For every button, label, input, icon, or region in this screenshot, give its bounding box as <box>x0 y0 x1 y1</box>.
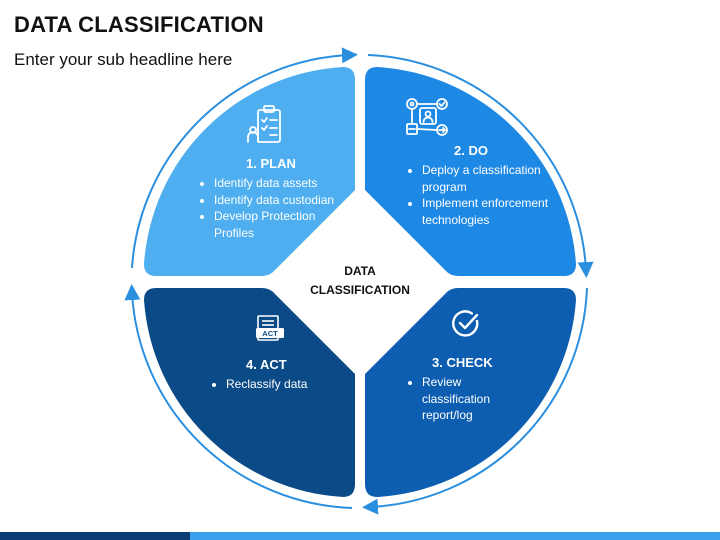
panel-do-heading: 2. DO <box>454 143 488 158</box>
ring-arc-top <box>131 47 358 269</box>
page-title: DATA CLASSIFICATION <box>14 12 264 37</box>
bottom-accent-bar <box>0 532 720 540</box>
panel-do-shape <box>365 67 576 276</box>
ring-arc-right <box>367 54 594 278</box>
center-label-line2: CLASSIFICATION <box>310 283 410 297</box>
center-label: DATA CLASSIFICATION <box>290 262 430 300</box>
panel-check-shape <box>365 288 576 497</box>
panel-plan-bullet-1: Identify data assets <box>214 175 344 192</box>
center-label-line1: DATA <box>344 264 376 278</box>
panel-check-heading: 3. CHECK <box>432 355 493 370</box>
clipboard-checklist-icon <box>247 105 281 143</box>
panel-check-bullet-1: Review classification report/log <box>422 374 522 424</box>
panel-act-bullet-1: Reclassify data <box>226 376 336 393</box>
panel-plan-bullet-3: Develop Protection Profiles <box>214 208 344 241</box>
act-document-icon: ACT <box>256 315 284 341</box>
panel-check: 3. CHECK Review classification report/lo… <box>402 355 522 424</box>
panel-act-heading: 4. ACT <box>246 357 287 372</box>
process-network-icon <box>406 98 448 136</box>
ring-arc-bottom <box>362 287 588 515</box>
panel-plan: 1. PLAN Identify data assets Identify da… <box>194 156 344 241</box>
panel-plan-shape <box>144 67 355 276</box>
panel-do: 2. DO Deploy a classification program Im… <box>402 143 562 228</box>
check-circle-icon <box>452 310 479 337</box>
act-icon-text: ACT <box>262 329 278 338</box>
panel-plan-bullet-2: Identify data custodian <box>214 192 344 209</box>
panel-do-bullet-1: Deploy a classification program <box>422 162 562 195</box>
panel-do-bullet-2: Implement enforcement technologies <box>422 195 562 228</box>
panel-act: 4. ACT Reclassify data <box>206 357 336 393</box>
ring-arc-left <box>124 284 353 509</box>
panel-act-shape <box>144 288 355 497</box>
panel-plan-heading: 1. PLAN <box>246 156 296 171</box>
page-subtitle: Enter your sub headline here <box>14 50 233 69</box>
